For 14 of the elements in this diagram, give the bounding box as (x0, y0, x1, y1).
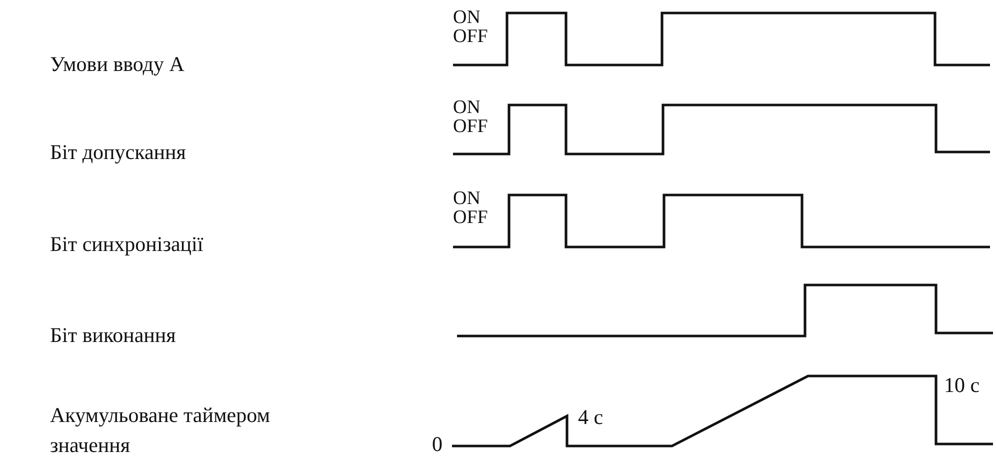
value-label: 10 с (944, 375, 980, 396)
value-label: 0 (432, 434, 442, 455)
signal-name: Умови вводу А (50, 54, 184, 75)
state-label: OFF (453, 27, 488, 46)
state-label: ON (453, 189, 480, 208)
state-label: ON (453, 98, 480, 117)
signal-name: Акумульоване таймером значення (50, 402, 271, 460)
state-label: OFF (453, 117, 488, 136)
signal-name: Біт виконання (50, 325, 176, 346)
signal-name: Біт допускання (50, 142, 186, 163)
signal-name: Біт синхронізації (50, 234, 204, 255)
state-label: ON (453, 8, 480, 27)
value-label: 4 с (578, 407, 604, 428)
state-label: OFF (453, 208, 488, 227)
